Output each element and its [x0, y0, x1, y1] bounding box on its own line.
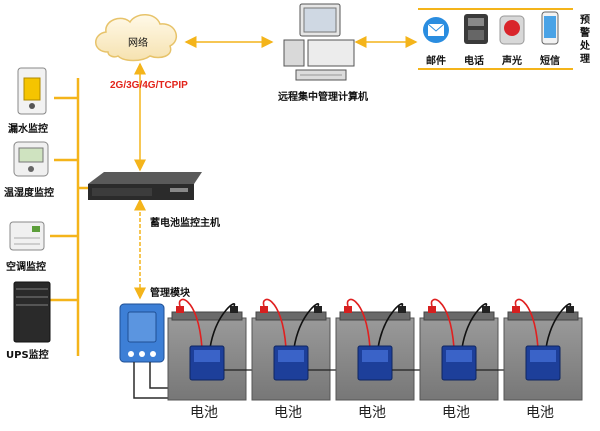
computer-label: 远程集中管理计算机: [278, 92, 368, 103]
battery-unit: [167, 298, 274, 401]
battery-label: 电池: [274, 405, 302, 421]
battery-unit: [335, 298, 442, 401]
protocol-label: 2G/3G/4G/TCPIP: [110, 80, 188, 91]
battery-label: 电池: [358, 405, 386, 421]
battery-wiring: [133, 362, 168, 399]
sensor-label-leak: 漏水监控: [8, 124, 48, 135]
cloud-label: 网络: [128, 38, 148, 49]
management-module-icon: [119, 303, 165, 363]
alarm-item-sms: 短信: [540, 56, 560, 67]
air-conditioner-icon: [9, 221, 45, 251]
sensor-label-ups: UPS监控: [6, 350, 49, 361]
module-label: 管理模块: [150, 288, 190, 299]
mobile-phone-icon: [541, 11, 559, 45]
leak-sensor-icon: [17, 67, 47, 115]
alarm-title: 预警处理: [580, 15, 590, 65]
battery-array: [167, 298, 583, 401]
host-label: 蓄电池监控主机: [150, 218, 220, 229]
email-icon: [423, 17, 449, 43]
sensor-label-temp: 温湿度监控: [4, 188, 54, 199]
alarm-light-icon: [499, 15, 525, 45]
battery-label: 电池: [526, 405, 554, 421]
phone-icon: [464, 14, 488, 44]
alarm-item-email: 邮件: [426, 56, 446, 67]
alarm-item-phone: 电话: [464, 56, 484, 67]
battery-label: 电池: [442, 405, 470, 421]
sensor-label-ac: 空调监控: [6, 262, 46, 273]
alarm-item-light: 声光: [502, 56, 522, 67]
ups-icon: [13, 281, 51, 343]
battery-unit: [419, 298, 526, 401]
sensor-bus: [50, 78, 88, 356]
battery-unit: [503, 298, 583, 401]
computer-icon: [283, 3, 355, 81]
temp-humidity-sensor-icon: [13, 141, 49, 177]
battery-unit: [251, 298, 358, 401]
host-device-icon: [88, 172, 202, 200]
alarm-panel: [418, 8, 573, 70]
cloud-icon: [95, 14, 178, 62]
battery-label: 电池: [190, 405, 218, 421]
